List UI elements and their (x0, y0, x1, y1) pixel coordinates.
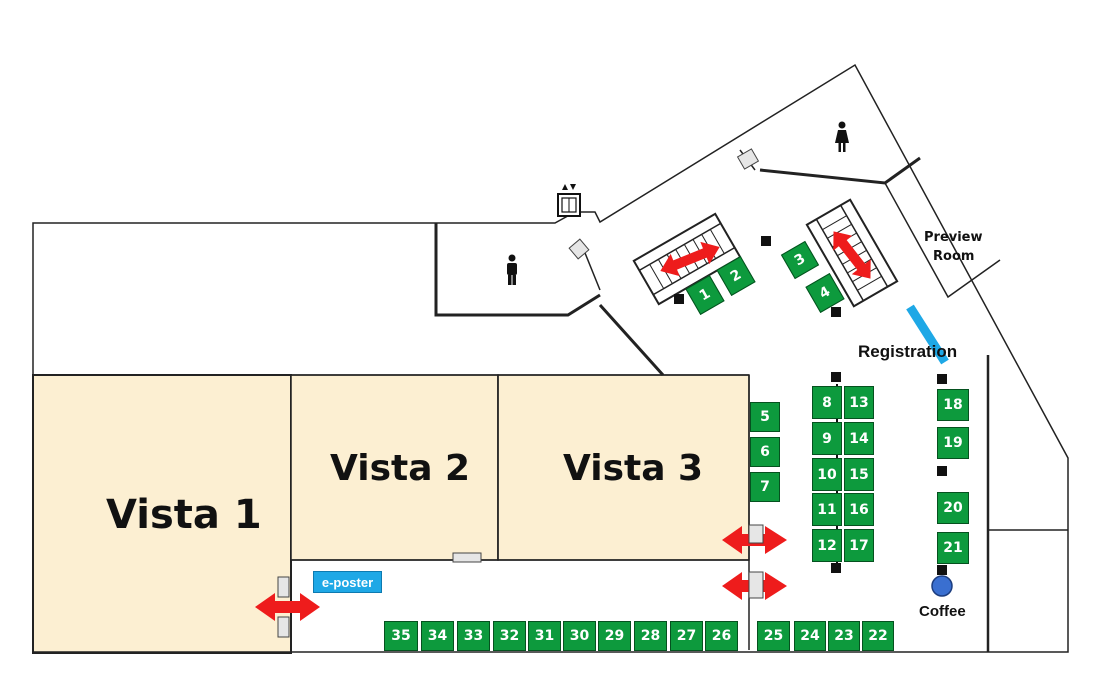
booth-19[interactable]: 19 (937, 427, 969, 459)
booth-20[interactable]: 20 (937, 492, 969, 524)
booth-22[interactable]: 22 (862, 621, 894, 651)
booth-24[interactable]: 24 (794, 621, 826, 651)
preview-room-label-line1: Preview (924, 230, 983, 245)
booth-23[interactable]: 23 (828, 621, 860, 651)
registration-label: Registration (858, 342, 958, 361)
two-way-arrow-icon (660, 241, 720, 277)
booth-26[interactable]: 26 (705, 621, 738, 651)
elevator-icon (557, 184, 581, 217)
vista-3-label: Vista 3 (563, 448, 704, 489)
booth-5[interactable]: 5 (750, 402, 780, 432)
pillars (674, 236, 947, 575)
two-way-arrow-icon (833, 231, 871, 279)
preview-room-label-line2: Room (933, 249, 975, 264)
booth-15[interactable]: 15 (844, 458, 874, 491)
booth-35[interactable]: 35 (384, 621, 418, 651)
coffee-label: Coffee (919, 603, 966, 620)
woman-restroom-icon (835, 121, 849, 152)
booth-6[interactable]: 6 (750, 437, 780, 467)
vista-1-label: Vista 1 (106, 492, 262, 538)
door-icon (277, 148, 764, 638)
booth-10[interactable]: 10 (812, 458, 842, 491)
booth-16[interactable]: 16 (844, 493, 874, 526)
booth-12[interactable]: 12 (812, 529, 842, 562)
booth-31[interactable]: 31 (528, 621, 561, 651)
mens-restroom-room (434, 223, 665, 377)
booth-11[interactable]: 11 (812, 493, 842, 526)
eposter-station[interactable]: e-poster (313, 571, 382, 593)
booth-30[interactable]: 30 (563, 621, 596, 651)
booth-27[interactable]: 27 (670, 621, 703, 651)
booth-32[interactable]: 32 (493, 621, 526, 651)
booth-14[interactable]: 14 (844, 422, 874, 455)
booth-9[interactable]: 9 (812, 422, 842, 455)
booth-28[interactable]: 28 (634, 621, 667, 651)
booth-29[interactable]: 29 (598, 621, 631, 651)
booth-21[interactable]: 21 (937, 532, 969, 564)
booth-17[interactable]: 17 (844, 529, 874, 562)
booth-7[interactable]: 7 (750, 472, 780, 502)
booth-13[interactable]: 13 (844, 386, 874, 419)
vista-1-room[interactable] (32, 374, 292, 654)
booth-34[interactable]: 34 (421, 621, 454, 651)
vista-2-room[interactable] (290, 374, 499, 561)
booth-8[interactable]: 8 (812, 386, 842, 419)
two-way-arrow-icon (255, 593, 320, 621)
booth-33[interactable]: 33 (457, 621, 490, 651)
preview-room-walls (884, 182, 1001, 299)
man-restroom-icon (507, 254, 517, 285)
vista-2-label: Vista 2 (330, 448, 471, 489)
womens-restroom-room (739, 149, 921, 185)
booth-18[interactable]: 18 (937, 389, 969, 421)
registration-desk[interactable] (906, 304, 949, 365)
booth-25[interactable]: 25 (757, 621, 790, 651)
coffee-station-dot[interactable] (931, 575, 953, 597)
